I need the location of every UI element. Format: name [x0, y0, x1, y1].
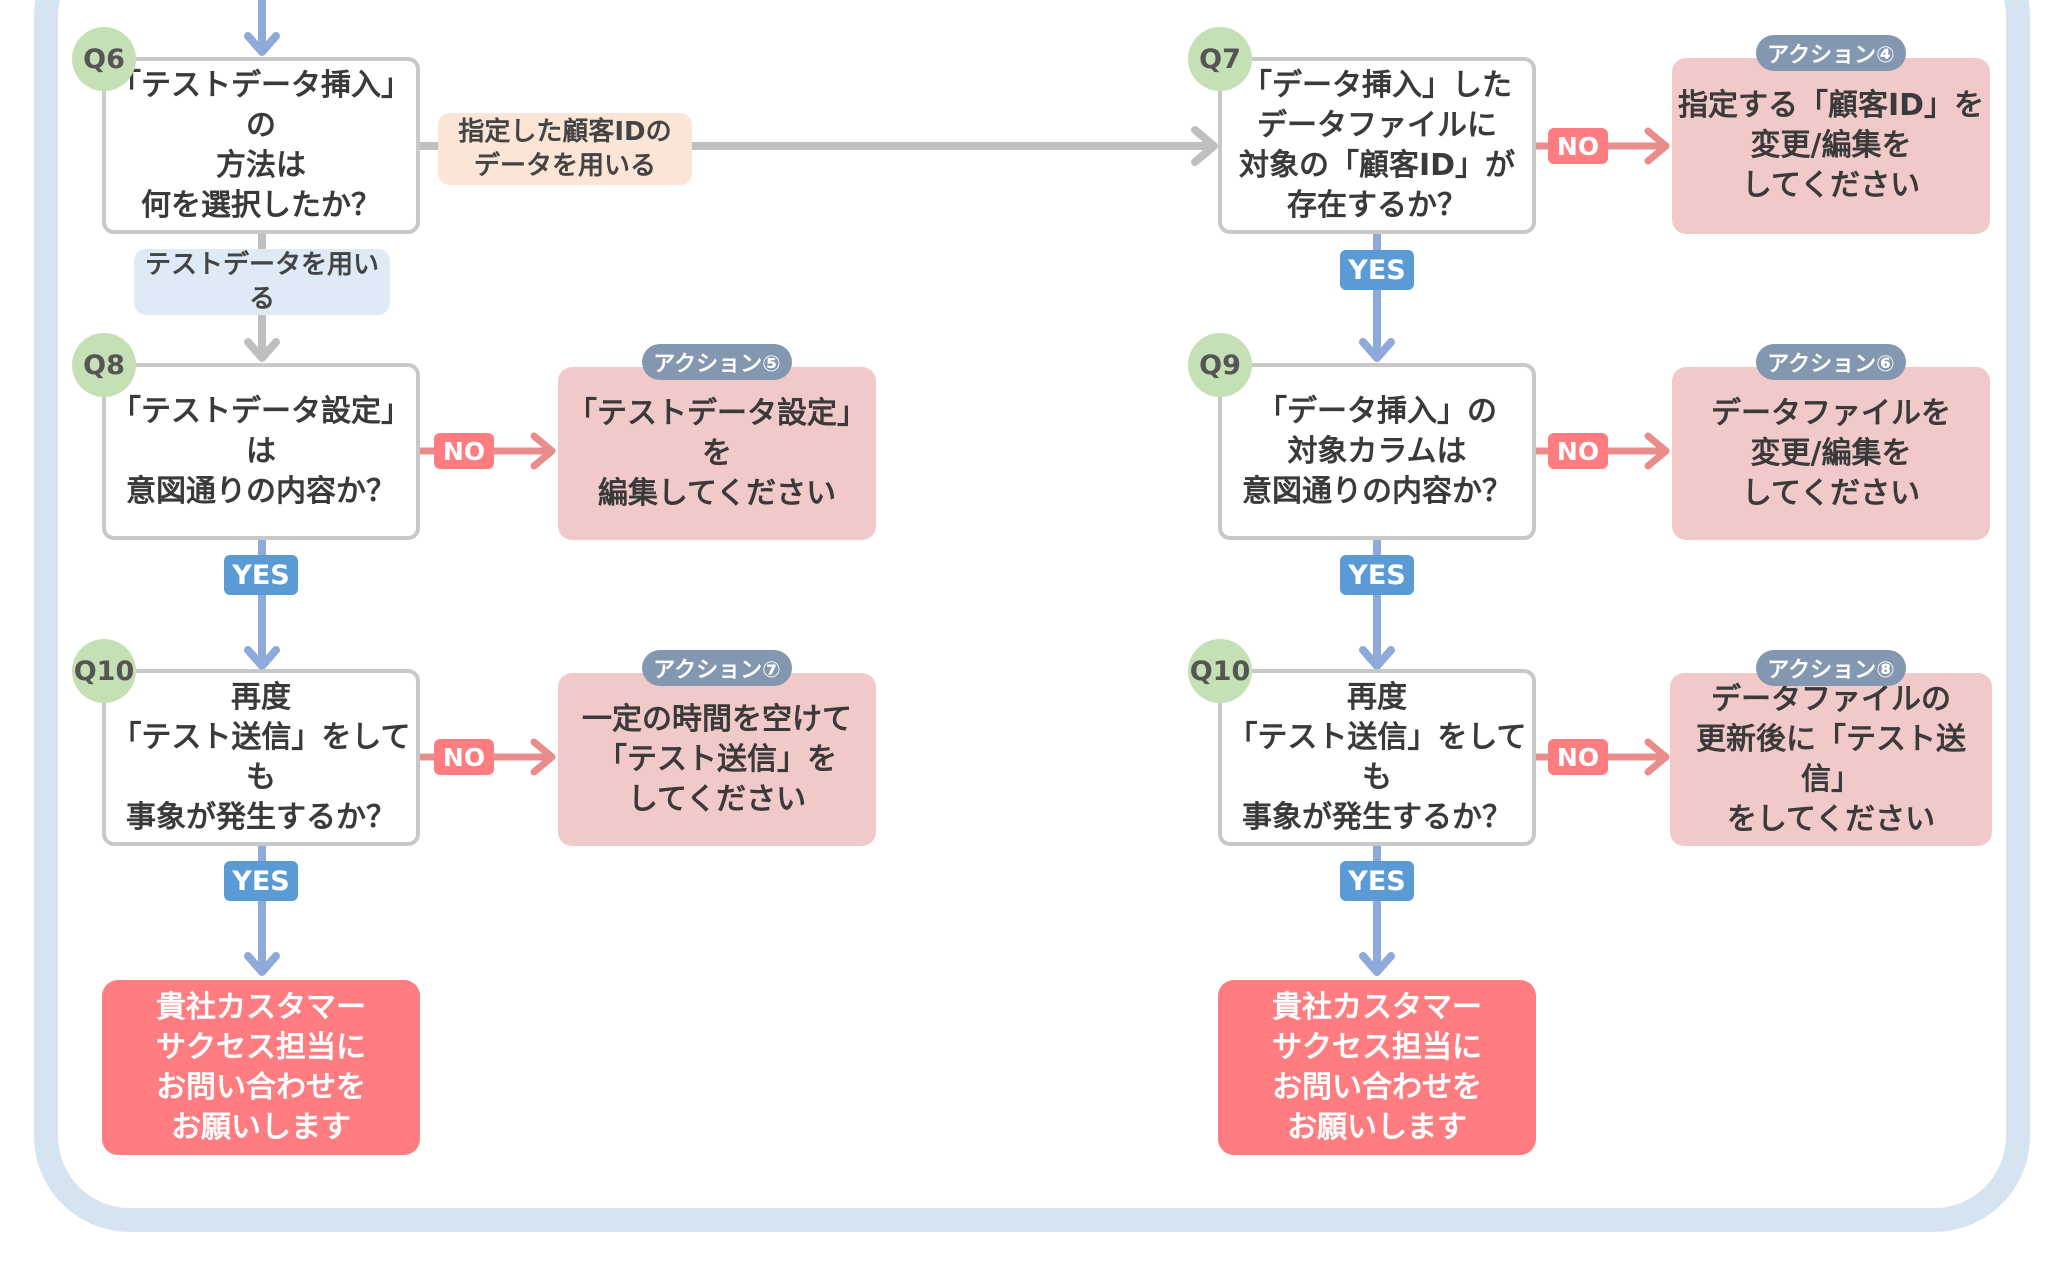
action-7-box: 一定の時間を空けて 「テスト送信」を してください	[558, 673, 876, 846]
question-q7-badge: Q7	[1188, 27, 1252, 91]
question-q10-right-badge: Q10	[1188, 639, 1252, 703]
yes-label-q10-left: YES	[224, 861, 298, 901]
no-label-q8: NO	[434, 433, 494, 469]
action-6-box: データファイルを 変更/編集を してください	[1672, 367, 1990, 540]
no-label-q9: NO	[1548, 433, 1608, 469]
action-5-box: 「テストデータ設定」を 編集してください	[558, 367, 876, 540]
question-q6-badge: Q6	[72, 27, 136, 91]
question-q6-box: 「テストデータ挿入」の 方法は 何を選択したか？	[102, 57, 420, 234]
edge-label-use-test-data: テストデータを用いる	[134, 249, 390, 315]
no-label-q7: NO	[1548, 128, 1608, 164]
no-label-q10-left: NO	[434, 739, 494, 775]
question-q10-right-box: 再度 「テスト送信」をしても 事象が発生するか？	[1218, 669, 1536, 846]
no-label-q10-right: NO	[1548, 739, 1608, 775]
final-contact-left: 貴社カスタマー サクセス担当に お問い合わせを お願いします	[102, 980, 420, 1155]
action-5-tag: アクション⑤	[642, 344, 792, 380]
arrow-into-q6	[244, 0, 280, 56]
action-8-box: データファイルの 更新後に「テスト送信」 をしてください	[1670, 673, 1992, 846]
question-q9-badge: Q9	[1188, 333, 1252, 397]
action-7-tag: アクション⑦	[642, 650, 792, 686]
action-4-tag: アクション④	[1756, 35, 1906, 71]
question-q8-box: 「テストデータ設定」は 意図通りの内容か？	[102, 363, 420, 540]
edge-label-specified-id: 指定した顧客IDの データを用いる	[438, 113, 692, 185]
yes-label-q10-right: YES	[1340, 861, 1414, 901]
question-q10-left-box: 再度 「テスト送信」をしても 事象が発生するか？	[102, 669, 420, 846]
action-8-tag: アクション⑧	[1756, 650, 1906, 686]
final-contact-right: 貴社カスタマー サクセス担当に お問い合わせを お願いします	[1218, 980, 1536, 1155]
action-4-box: 指定する「顧客ID」を 変更/編集を してください	[1672, 58, 1990, 234]
yes-label-q9: YES	[1340, 555, 1414, 595]
action-6-tag: アクション⑥	[1756, 344, 1906, 380]
question-q10-left-badge: Q10	[72, 639, 136, 703]
question-q8-badge: Q8	[72, 333, 136, 397]
question-q7-box: 「データ挿入」した データファイルに 対象の「顧客ID」が 存在するか？	[1218, 57, 1536, 234]
yes-label-q7: YES	[1340, 250, 1414, 290]
question-q9-box: 「データ挿入」の 対象カラムは 意図通りの内容か？	[1218, 363, 1536, 540]
yes-label-q8: YES	[224, 555, 298, 595]
